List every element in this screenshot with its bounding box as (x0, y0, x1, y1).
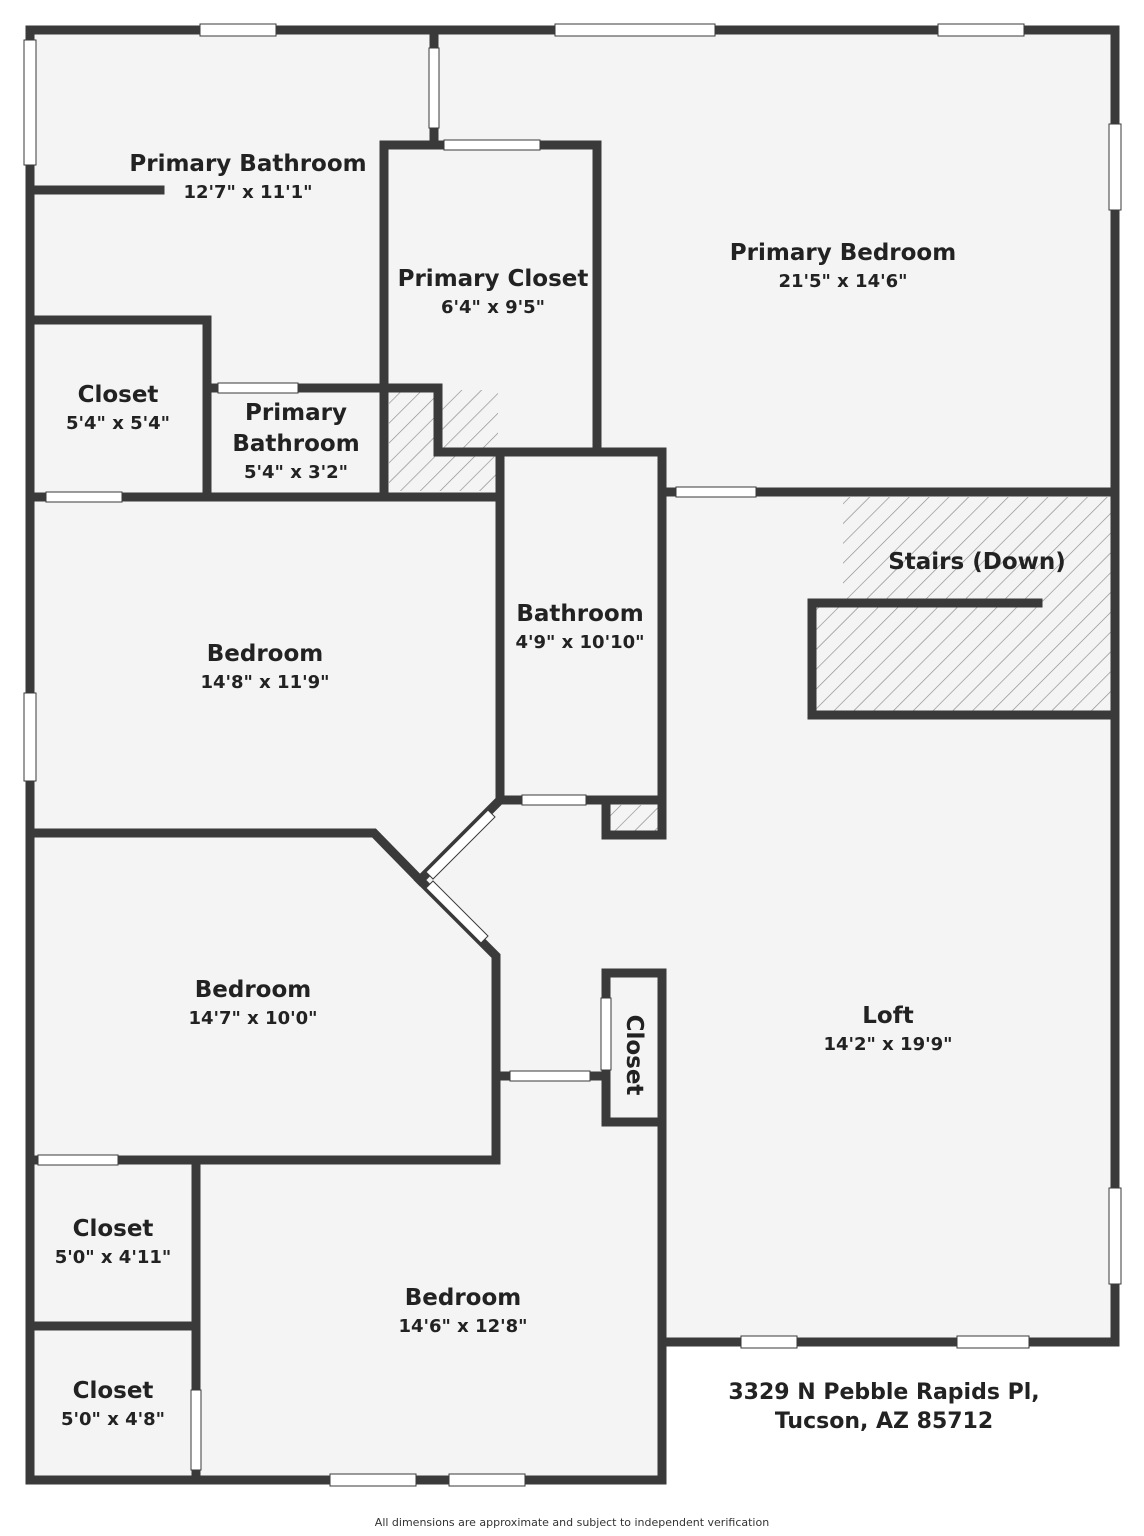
dim-primary-bathroom: 12'7" x 11'1" (183, 182, 312, 203)
openings (23, 23, 1122, 1487)
door-closet-top (45, 491, 123, 503)
dim-loft: 14'2" x 19'9" (823, 1034, 952, 1055)
window-right-2 (1108, 1187, 1122, 1285)
window-left-2 (23, 692, 37, 782)
door-primary-closet (443, 139, 541, 151)
dim-bedroom-3: 14'6" x 12'8" (398, 1316, 527, 1337)
door-closet-mid (37, 1154, 119, 1166)
label-bedroom-3: Bedroom (405, 1285, 522, 1311)
label-closet-loft: Closet (621, 1015, 647, 1096)
label-primary-bathroom: Primary Bathroom (129, 151, 366, 177)
dim-closet-top: 5'4" x 5'4" (66, 413, 170, 434)
window-top-1 (199, 23, 277, 37)
label-bathroom: Bathroom (516, 601, 643, 627)
door-bathroom (521, 794, 587, 806)
dim-primary-closet: 6'4" x 9'5" (441, 297, 545, 318)
label-primary-bathroom-small-1: Primary (245, 400, 347, 426)
window-bottom-1 (740, 1335, 798, 1349)
address-line-2: Tucson, AZ 85712 (775, 1409, 993, 1434)
dim-primary-bedroom: 21'5" x 14'6" (778, 271, 907, 292)
label-closet-top: Closet (78, 382, 159, 408)
door-closet-bottom (190, 1389, 202, 1471)
dim-bedroom-1: 14'8" x 11'9" (200, 672, 329, 693)
window-bottom-4 (448, 1473, 526, 1487)
window-bottom-3 (329, 1473, 417, 1487)
label-loft: Loft (862, 1003, 913, 1029)
window-top-2 (554, 23, 716, 37)
label-primary-closet: Primary Closet (398, 266, 589, 292)
door-loft-closet (600, 997, 612, 1071)
address-block: 3329 N Pebble Rapids Pl, Tucson, AZ 8571… (728, 1380, 1039, 1434)
label-bedroom-2: Bedroom (195, 977, 312, 1003)
door-bedroom-2 (509, 1070, 591, 1082)
dim-primary-bathroom-small: 5'4" x 3'2" (244, 462, 348, 483)
window-left-1 (23, 39, 37, 166)
room-labels: Primary Bathroom 12'7" x 11'1" Primary C… (55, 151, 1066, 1430)
dim-closet-bottom: 5'0" x 4'8" (61, 1409, 165, 1430)
door-bedroom-1-diag (425, 809, 496, 880)
label-primary-bathroom-small-2: Bathroom (232, 431, 359, 457)
label-stairs: Stairs (Down) (888, 549, 1066, 575)
window-right-1 (1108, 123, 1122, 211)
chase-hatch-top (389, 390, 498, 491)
dim-closet-mid: 5'0" x 4'11" (55, 1247, 172, 1268)
door-primary-bath (428, 47, 440, 129)
label-closet-mid: Closet (73, 1216, 154, 1242)
address-line-1: 3329 N Pebble Rapids Pl, (728, 1380, 1039, 1405)
dim-bathroom: 4'9" x 10'10" (515, 632, 644, 653)
label-primary-bedroom: Primary Bedroom (730, 240, 956, 266)
window-bottom-2 (956, 1335, 1030, 1349)
window-top-3 (937, 23, 1025, 37)
label-bedroom-1: Bedroom (207, 641, 324, 667)
door-bedroom-2-diag (425, 880, 489, 944)
door-primary-bedroom (675, 486, 757, 498)
disclaimer-text: All dimensions are approximate and subje… (374, 1516, 770, 1529)
label-closet-bottom: Closet (73, 1378, 154, 1404)
door-small-bath (217, 382, 299, 394)
dim-bedroom-2: 14'7" x 10'0" (188, 1008, 317, 1029)
